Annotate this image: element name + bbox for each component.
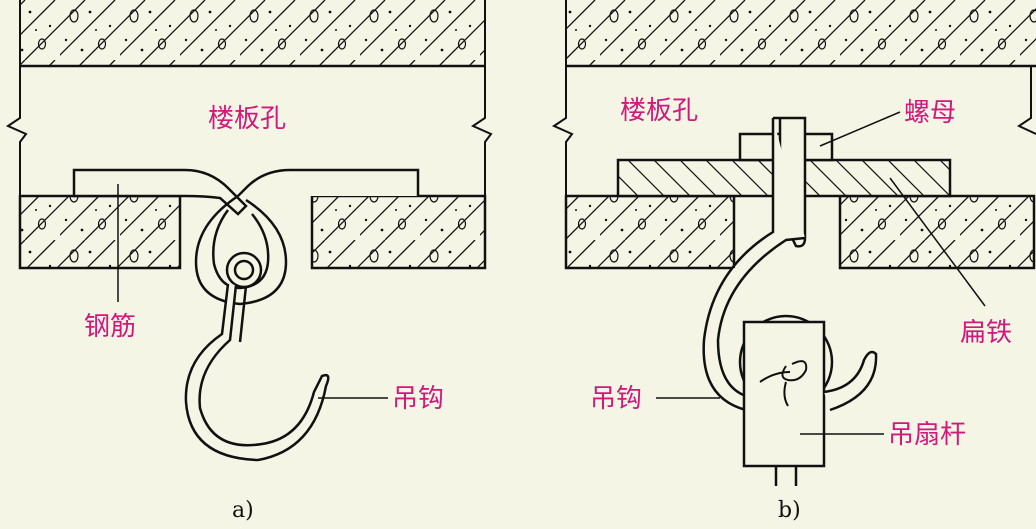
- break-line-right-a: [470, 66, 493, 196]
- fan-rod-pin: [759, 360, 808, 407]
- caption-b: b): [778, 498, 801, 523]
- lower-slab-left-a: [18, 194, 182, 270]
- hook-tip-b: [823, 350, 878, 412]
- break-line-left-b: [551, 66, 574, 196]
- fan-rod-label: 吊扇杆: [888, 420, 967, 450]
- lower-slab-right-b: [838, 194, 1036, 270]
- break-line-right-b: [1016, 66, 1036, 135]
- leader-nut: [819, 111, 901, 147]
- figure-a: [5, 0, 493, 462]
- figure-b: [551, 0, 1036, 486]
- hook-eye-a: [225, 251, 263, 289]
- hook-a: [184, 283, 330, 462]
- hook-label-b: 吊钩: [590, 384, 643, 414]
- rebar-bar: [72, 168, 248, 216]
- leader-flat-iron: [889, 177, 986, 307]
- nut-label: 螺母: [904, 98, 957, 128]
- rebar-loop-inner: [212, 209, 270, 290]
- rebar-label: 钢筋: [84, 312, 137, 342]
- lower-slab-right-a: [310, 194, 487, 270]
- flat-iron-label: 扁铁: [960, 318, 1013, 348]
- lower-slab-left-b: [564, 194, 736, 270]
- caption-a: a): [232, 498, 254, 523]
- rebar-bar-right: [237, 168, 420, 197]
- break-line-left-a: [5, 66, 28, 196]
- slab-hole-label-b: 楼板孔: [620, 96, 699, 126]
- slab-hole-label-a: 楼板孔: [208, 104, 287, 134]
- hook-label-a: 吊钩: [392, 384, 445, 414]
- rebar-loop-outer: [194, 194, 288, 306]
- upper-slab-b: [566, 0, 1036, 66]
- upper-slab-a: [20, 0, 485, 66]
